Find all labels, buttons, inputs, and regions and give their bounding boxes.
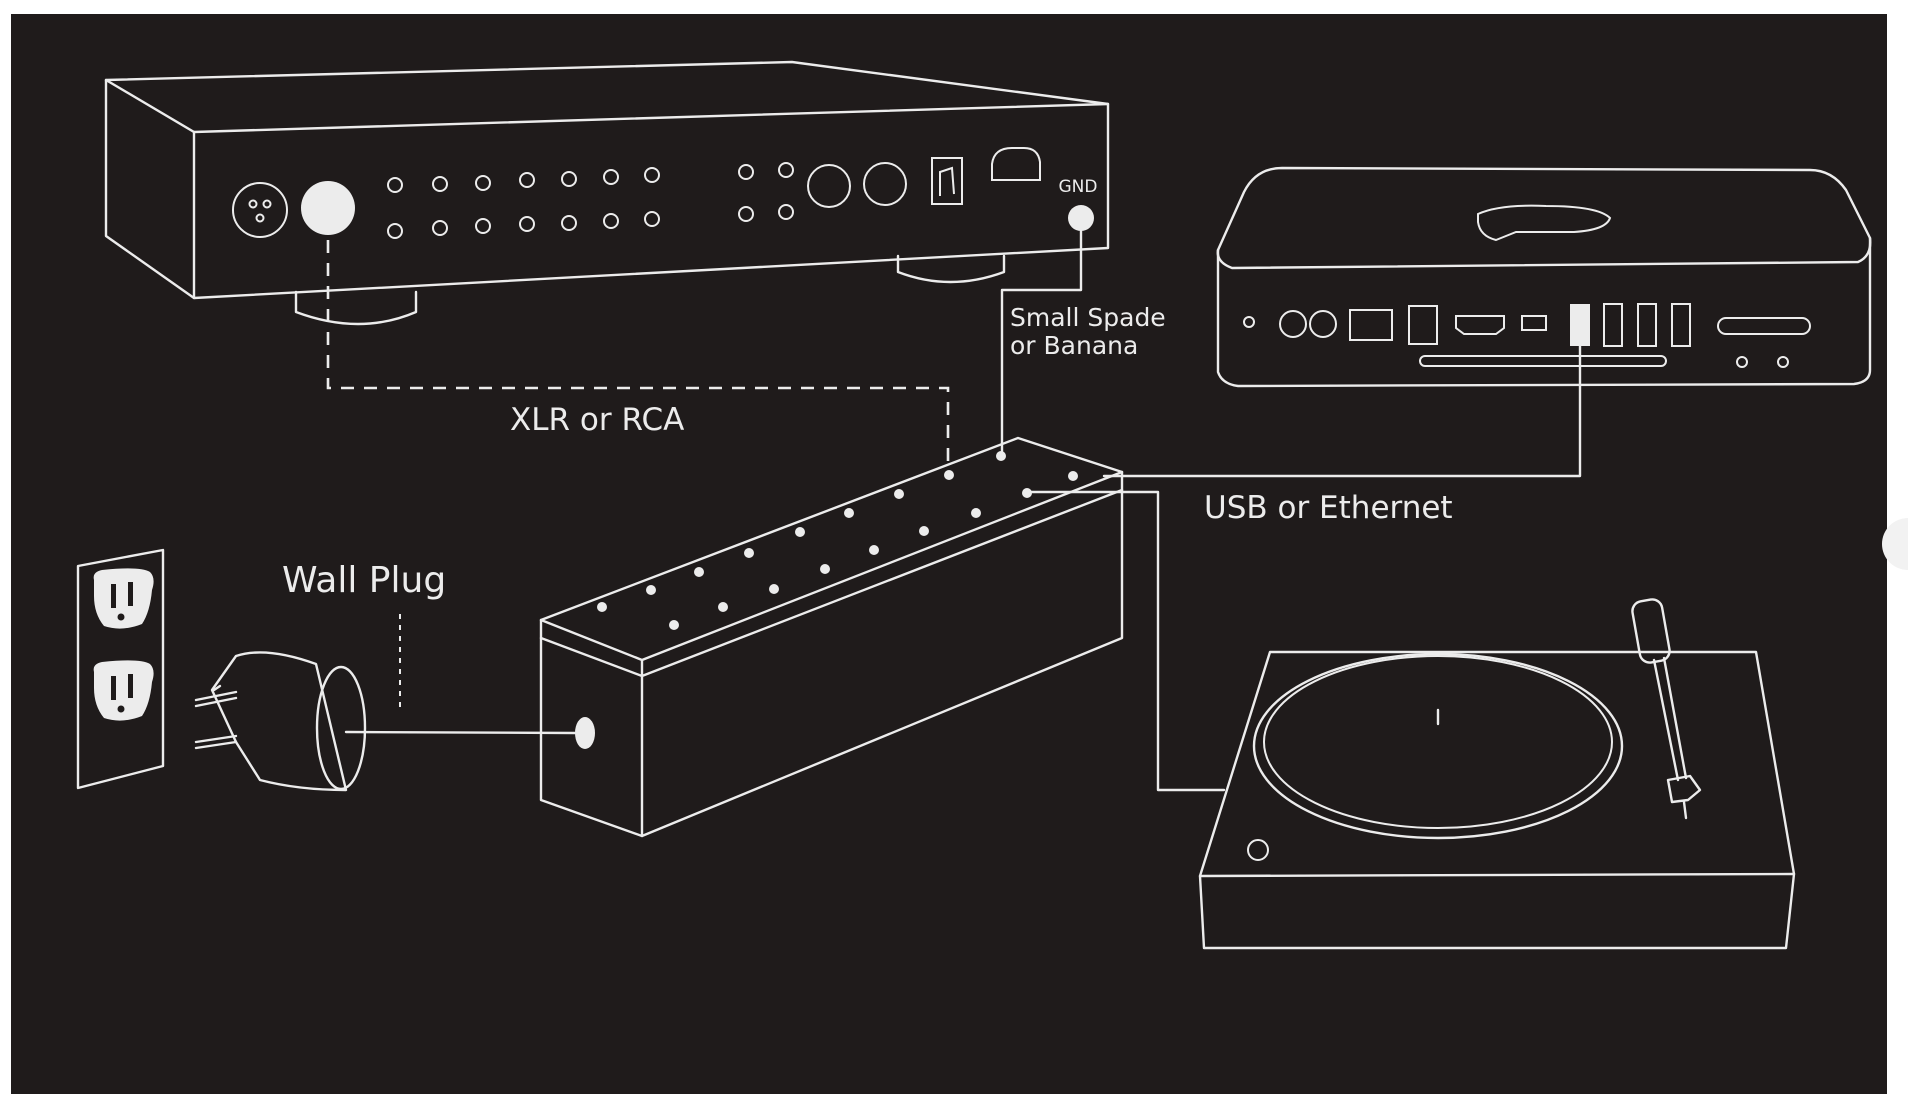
usb-ethernet-label: USB or Ethernet <box>1204 490 1453 526</box>
diagram-background <box>11 14 1887 1094</box>
ground-wire <box>1000 229 1083 454</box>
scroll-nub <box>1882 518 1908 570</box>
connection-lines <box>326 229 1582 792</box>
plug-body <box>210 651 348 792</box>
headshell <box>1666 774 1702 804</box>
strip-outlets <box>597 451 1078 630</box>
strip-inlet <box>575 717 595 749</box>
xlr-jack <box>232 182 288 238</box>
wall-plug-label: Wall Plug <box>282 560 446 601</box>
power-plug-icon <box>194 651 367 792</box>
xlr-rca-cable <box>326 240 950 472</box>
turntable-icon <box>1198 598 1796 950</box>
mini-pc-body <box>1216 236 1872 388</box>
usb-b-port <box>991 147 1041 181</box>
amp-body <box>104 60 1110 300</box>
mini-pc-top <box>1216 166 1872 270</box>
record <box>1263 655 1613 829</box>
strip-body <box>539 436 1124 838</box>
amplifier-icon: GND <box>104 60 1110 326</box>
output-jack <box>301 181 355 235</box>
wall-plate <box>76 548 165 790</box>
tonearm <box>1662 656 1688 780</box>
gnd-post <box>1068 205 1094 231</box>
tonearm-base <box>1631 598 1671 664</box>
plug-face <box>315 665 367 791</box>
power-button <box>1243 316 1255 328</box>
toggle-switch <box>931 157 963 205</box>
knob-right <box>863 162 907 206</box>
outlet-top <box>93 568 154 629</box>
platter <box>1252 652 1624 840</box>
amp-foot-right <box>896 254 1006 284</box>
hdmi-port <box>1455 315 1505 335</box>
gnd-label: GND <box>1059 177 1098 197</box>
amp-foot-left <box>294 290 418 326</box>
sd-slot <box>1717 317 1811 335</box>
outlet-bottom <box>93 660 154 721</box>
apple-logo-icon <box>1477 204 1612 242</box>
power-cord <box>344 730 577 735</box>
xlr-rca-label: XLR or RCA <box>510 402 684 438</box>
usb-cable <box>1102 344 1582 478</box>
mini-pc-icon <box>1216 166 1872 388</box>
disc-slot <box>1419 355 1667 367</box>
knob-left <box>807 164 851 208</box>
power-strip-icon <box>539 436 1124 838</box>
spade-label-line2: or Banana <box>1010 331 1138 360</box>
wall-outlet-icon <box>76 548 165 790</box>
spade-label-line1: Small Spade <box>1010 303 1166 332</box>
rca-jacks <box>387 162 794 239</box>
speed-button <box>1247 839 1269 861</box>
usb-port-active <box>1570 304 1590 346</box>
turntable-cable <box>1028 490 1226 792</box>
